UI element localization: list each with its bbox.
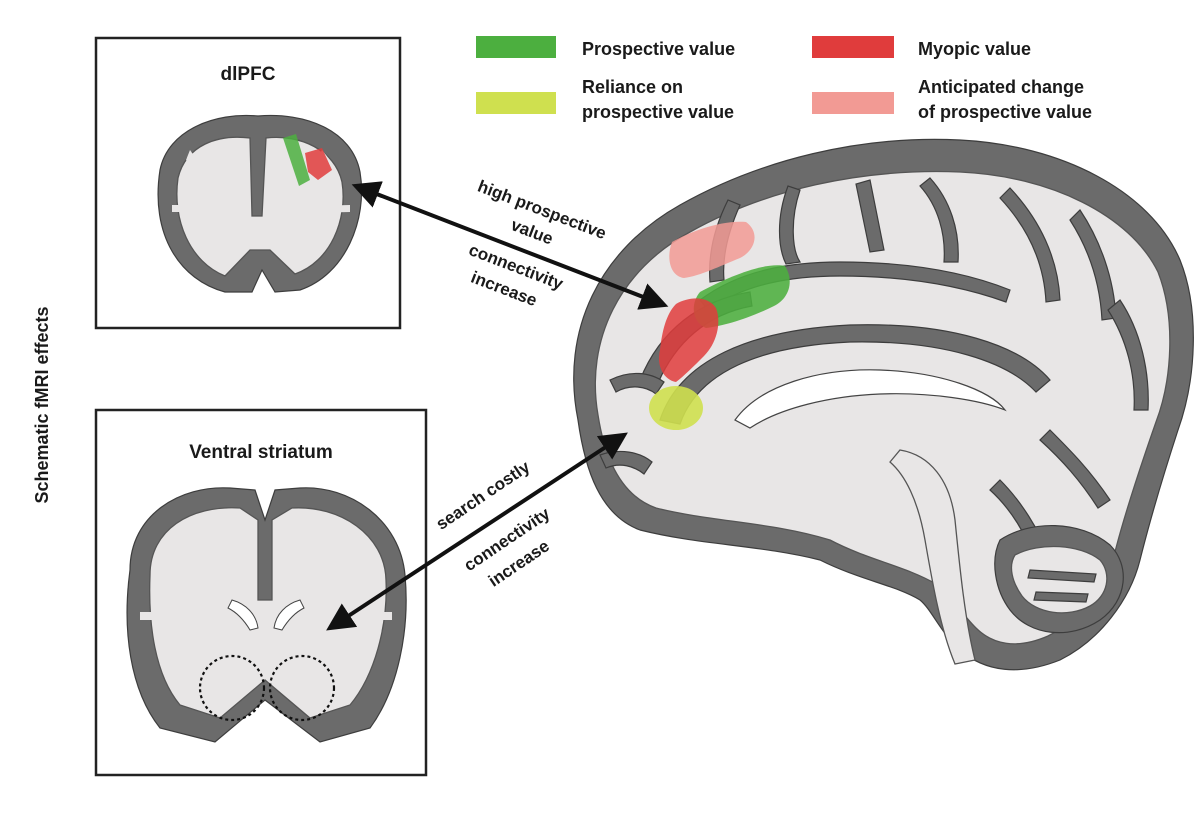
dlpfc-myopic-blob [305, 148, 332, 180]
upper-arrow-labels: high prospective value connectivity incr… [466, 177, 609, 310]
legend-label-prospective: Prospective value [582, 39, 735, 59]
ventral-striatum-panel: Ventral striatum [94, 408, 428, 777]
corpus-callosum [659, 324, 1051, 425]
legend-label-anticipated-1: Anticipated change [918, 77, 1084, 97]
dlpfc-title: dlPFC [221, 64, 276, 85]
legend-label-reliance-2: prospective value [582, 102, 734, 122]
upper-connectivity-arrow [351, 181, 669, 310]
dlpfc-coronal-slice [157, 114, 363, 293]
legend-swatch-prospective [476, 36, 556, 58]
sagittal-brain [573, 138, 1194, 671]
ventral-striatum-title: Ventral striatum [189, 442, 333, 463]
sagittal-myopic-blob [658, 298, 719, 382]
legend-label-reliance-1: Reliance on [582, 77, 683, 97]
lower-arrow-labels: search costly connectivity increase [433, 457, 554, 591]
legend-swatch-reliance [476, 92, 556, 114]
dlpfc-panel: dlPFC [94, 36, 402, 330]
right-striatum-circle [268, 654, 336, 722]
ventricle [734, 369, 1007, 429]
legend-swatch-anticipated [812, 92, 894, 114]
left-striatum-circle [198, 654, 266, 722]
sagittal-prospective-blob [693, 265, 790, 328]
legend-label-myopic: Myopic value [918, 39, 1031, 59]
lower-connectivity-arrow [326, 432, 628, 631]
legend-swatch-myopic [812, 36, 894, 58]
sagittal-reliance-blob [649, 386, 703, 430]
dlpfc-prospective-blob [283, 134, 310, 186]
legend: Prospective value Reliance on prospectiv… [476, 36, 1092, 122]
side-label: Schematic fMRI effects [32, 306, 52, 503]
sagittal-anticipated-blob [669, 221, 755, 278]
brainstem [889, 449, 976, 665]
legend-label-anticipated-2: of prospective value [918, 102, 1092, 122]
